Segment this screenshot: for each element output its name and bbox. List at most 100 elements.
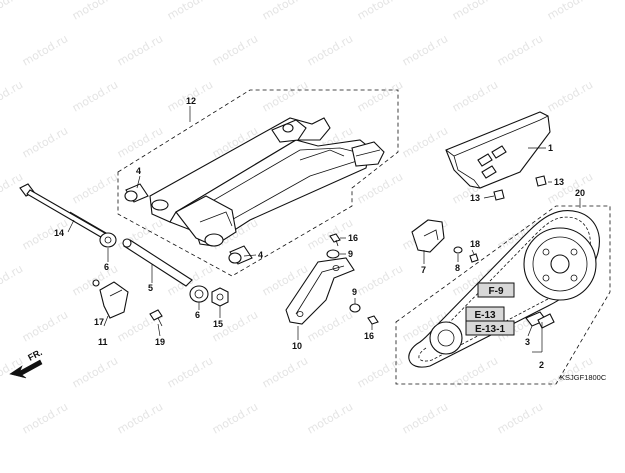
- watermark-text: motod.ru: [545, 78, 595, 114]
- callout-20: 20: [575, 188, 585, 198]
- callout-11: 11: [98, 337, 108, 347]
- callout-3: 3: [525, 337, 530, 347]
- watermark-text: motod.ru: [355, 170, 405, 206]
- callout-5: 5: [148, 283, 153, 293]
- watermark-text: motod.ru: [355, 0, 405, 23]
- leader-lines: [67, 106, 581, 353]
- callout-14: 14: [54, 228, 64, 238]
- watermark-text: motod.ru: [165, 354, 215, 390]
- callout-16-upper: 16: [348, 233, 358, 243]
- bolt-18: [469, 253, 479, 263]
- washer-9-lower: [349, 303, 361, 313]
- watermark-text: motod.ru: [355, 262, 405, 298]
- swingarm-clip: [92, 279, 129, 319]
- chain-case: [445, 111, 551, 189]
- watermark-text: motod.ru: [165, 0, 215, 23]
- watermark-text: motod.ru: [20, 32, 70, 68]
- swingarm-group-outline: [117, 89, 399, 277]
- callout-15: 15: [213, 319, 223, 329]
- watermark-text: motod.ru: [70, 354, 120, 390]
- callout-19: 19: [155, 337, 165, 347]
- watermark-text: motod.ru: [115, 32, 165, 68]
- watermark-text: motod.ru: [355, 354, 405, 390]
- callout-4-upper: 4: [136, 166, 141, 176]
- watermark-text: motod.ru: [260, 354, 310, 390]
- callout-13-right: 13: [554, 177, 564, 187]
- watermark-text: motod.ru: [495, 32, 545, 68]
- bolt-13-right: [535, 175, 547, 187]
- watermark-text: motod.ru: [70, 78, 120, 114]
- chain-slider: [285, 257, 355, 325]
- watermark-text: motod.ru: [20, 124, 70, 160]
- watermark-text: motod.ru: [545, 0, 595, 23]
- callout-8: 8: [455, 263, 460, 273]
- watermark-text: motod.ru: [545, 170, 595, 206]
- watermark-text: motod.ru: [450, 0, 500, 23]
- washer-9-upper: [326, 249, 340, 259]
- watermark-text: motod.ru: [305, 32, 355, 68]
- callout-17: 17: [94, 317, 104, 327]
- watermark-text: motod.ru: [400, 400, 450, 436]
- chain-guide-plate: [411, 219, 445, 253]
- watermark-text: motod.ru: [70, 0, 120, 23]
- ref-box-e13-1[interactable]: E-13-1: [465, 320, 515, 336]
- callout-6-left: 6: [104, 262, 109, 272]
- pivot-pipe: [122, 238, 193, 287]
- drive-sprocket: [429, 321, 463, 355]
- bushing-lower: [228, 245, 253, 265]
- washer-8: [453, 246, 463, 254]
- callout-9-upper: 9: [348, 249, 353, 259]
- bolt-13-left: [493, 189, 505, 201]
- callout-6-right: 6: [195, 310, 200, 320]
- watermark-text: motod.ru: [0, 0, 25, 23]
- callout-16-lower: 16: [364, 331, 374, 341]
- watermark-text: motod.ru: [115, 124, 165, 160]
- callout-9-lower: 9: [352, 287, 357, 297]
- ref-f9-label: F-9: [489, 286, 504, 297]
- callout-2: 2: [539, 360, 544, 370]
- watermark-text: motod.ru: [0, 78, 25, 114]
- ref-e13-1-label: E-13-1: [475, 324, 505, 335]
- watermark-text: motod.ru: [70, 170, 120, 206]
- bushing-upper: [124, 183, 149, 203]
- diagram-code: KSJGF1800C: [560, 373, 607, 382]
- callout-1: 1: [548, 143, 553, 153]
- callout-12: 12: [186, 96, 196, 106]
- watermark-text: motod.ru: [450, 354, 500, 390]
- watermark-text: motod.ru: [400, 124, 450, 160]
- callout-18: 18: [470, 239, 480, 249]
- ref-box-f9[interactable]: F-9: [477, 282, 515, 298]
- callout-10: 10: [292, 341, 302, 351]
- watermark-text: motod.ru: [20, 400, 70, 436]
- chain-group-outline: [395, 205, 611, 385]
- watermark-text: motod.ru: [210, 400, 260, 436]
- ref-e13-label: E-13: [474, 310, 496, 321]
- driven-sprocket: [523, 227, 597, 301]
- direction-label: FR.: [26, 347, 43, 363]
- front-direction-arrow: [9, 359, 43, 379]
- pivot-nut: [211, 287, 229, 307]
- watermark-text: motod.ru: [305, 400, 355, 436]
- swingarm: [149, 117, 385, 247]
- watermark-text: motod.ru: [400, 32, 450, 68]
- watermark-text: motod.ru: [260, 78, 310, 114]
- collar-left: [99, 232, 117, 248]
- watermark-text: motod.ru: [20, 308, 70, 344]
- watermark-text: motod.ru: [210, 32, 260, 68]
- watermark-text: motod.ru: [115, 400, 165, 436]
- bolt-16-upper: [329, 233, 341, 247]
- watermark-text: motod.ru: [0, 262, 25, 298]
- watermark-text: motod.ru: [495, 400, 545, 436]
- bolt-16-lower: [367, 315, 379, 325]
- watermark-text: motod.ru: [450, 78, 500, 114]
- callout-labels: 12 4 4 14 6 5 6 15 19 17 11 10 16 9 9 16…: [54, 96, 585, 370]
- screw-19: [149, 309, 163, 327]
- callout-4-lower: 4: [258, 250, 263, 260]
- watermark-text: motod.ru: [260, 0, 310, 23]
- collar-right: [189, 285, 209, 303]
- callout-13-left: 13: [470, 193, 480, 203]
- ref-box-e13[interactable]: E-13: [465, 306, 505, 322]
